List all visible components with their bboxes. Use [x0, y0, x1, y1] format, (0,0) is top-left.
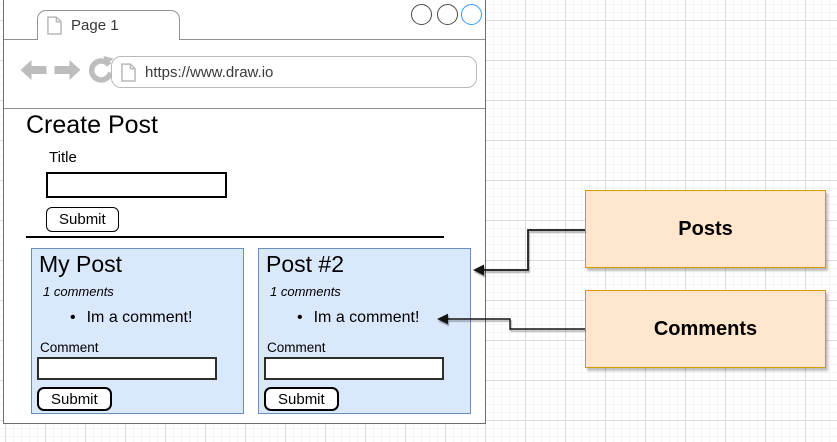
bullet-icon: •	[297, 309, 303, 326]
comment-input[interactable]	[264, 357, 444, 380]
comments-annotation-box[interactable]: Comments	[585, 290, 826, 368]
forward-button[interactable]	[53, 59, 82, 81]
window-circle-active[interactable]	[461, 4, 482, 25]
tab-label: Page 1	[71, 17, 119, 34]
create-post-submit-button[interactable]: Submit	[46, 207, 119, 232]
post-comments-count: 1 comments	[43, 284, 114, 299]
reload-button[interactable]	[87, 56, 114, 83]
section-divider	[26, 236, 444, 238]
page-icon	[121, 62, 136, 82]
posts-arrow[interactable]	[473, 229, 585, 276]
create-post-heading: Create Post	[26, 111, 159, 139]
comment-label: Comment	[40, 340, 99, 355]
back-button[interactable]	[19, 59, 48, 81]
annotation-label: Comments	[653, 317, 758, 340]
tab-bar-line	[180, 39, 485, 40]
comment-text: Im a comment!	[313, 309, 420, 326]
post-card-2: Post #2 1 comments • Im a comment! Comme…	[258, 248, 471, 414]
tab-bar-line	[4, 39, 37, 40]
browser-window: Page 1	[3, 0, 486, 424]
page-icon	[47, 16, 62, 35]
title-input[interactable]	[46, 172, 227, 198]
forward-icon	[54, 60, 81, 80]
comment-label: Comment	[267, 340, 326, 355]
toolbar-divider	[4, 108, 485, 109]
reload-icon	[88, 56, 114, 83]
comment-list-item: • Im a comment!	[70, 309, 192, 327]
post-comments-count: 1 comments	[270, 284, 341, 299]
bullet-icon: •	[70, 309, 76, 326]
comment-input[interactable]	[37, 357, 217, 380]
post-card-1: My Post 1 comments • Im a comment! Comme…	[31, 248, 244, 414]
window-circle-2[interactable]	[437, 4, 458, 25]
annotation-label: Posts	[678, 217, 733, 240]
back-icon	[20, 60, 47, 80]
comment-text: Im a comment!	[86, 309, 193, 326]
comment-submit-button[interactable]: Submit	[264, 387, 339, 411]
url-text: https://www.draw.io	[145, 63, 274, 81]
browser-tab[interactable]: Page 1	[37, 10, 180, 40]
post-title: Post #2	[266, 251, 344, 277]
url-bar[interactable]: https://www.draw.io	[111, 56, 477, 88]
comment-list-item: • Im a comment!	[297, 309, 419, 327]
title-label: Title	[49, 149, 77, 166]
posts-annotation-box[interactable]: Posts	[585, 190, 826, 268]
post-title: My Post	[39, 251, 123, 277]
window-circle-1[interactable]	[411, 4, 432, 25]
comment-submit-button[interactable]: Submit	[37, 387, 112, 411]
